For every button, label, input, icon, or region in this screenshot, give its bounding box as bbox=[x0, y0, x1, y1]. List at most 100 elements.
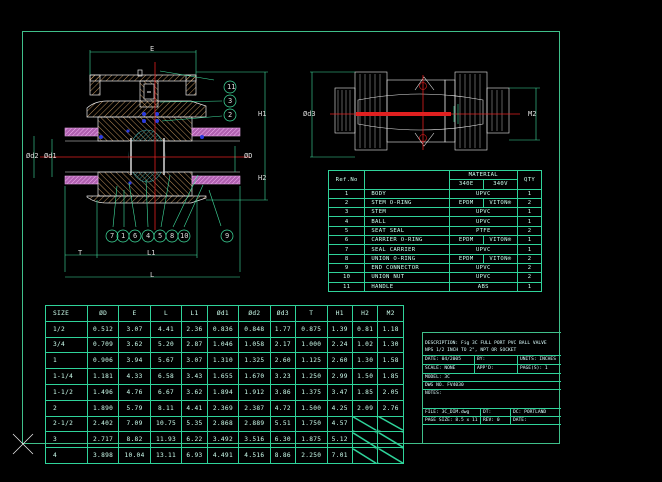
dimension-cell: 0.709 bbox=[86, 336, 120, 354]
dimension-cell: 2.36 bbox=[181, 320, 208, 338]
title-rev-date: DATE: bbox=[513, 417, 527, 423]
dim-label-m2: M2 bbox=[528, 110, 537, 118]
dimension-cell: 13.11 bbox=[149, 447, 183, 464]
parts-cell-ref: 2 bbox=[327, 197, 366, 209]
dim-label-od1: Ød1 bbox=[44, 152, 57, 160]
parts-cell-material: UPVC bbox=[448, 262, 519, 274]
dimension-cell: 7.01 bbox=[326, 447, 353, 464]
dimension-cell: 2 bbox=[45, 399, 88, 417]
dimension-cell: 1.18 bbox=[377, 320, 404, 338]
dimension-cell: 0.848 bbox=[238, 320, 271, 338]
parts-cell-ref: 6 bbox=[327, 235, 366, 246]
dim-label-od3: Ød3 bbox=[303, 110, 316, 118]
parts-cell-desc: END CONNECTOR bbox=[364, 262, 450, 274]
dim-header-cell: H1 bbox=[326, 305, 353, 322]
balloon-1: 1 bbox=[121, 232, 126, 240]
dimension-cell: 1.50 bbox=[351, 368, 379, 385]
parts-cell-material: UPVC bbox=[448, 272, 519, 283]
dimension-cell: 1.310 bbox=[206, 352, 240, 370]
title-dt: DT: bbox=[481, 408, 511, 416]
dimension-cell: 4.41 bbox=[181, 399, 208, 417]
section-view bbox=[33, 50, 268, 278]
dimension-cell: 5.12 bbox=[326, 431, 353, 449]
dimension-cell: 3.94 bbox=[118, 352, 151, 370]
title-block: DESCRIPTION: Fig 3C FULL PORT PVC BALL V… bbox=[422, 332, 561, 444]
parts-cell-material: UPVC bbox=[448, 207, 519, 218]
dimension-lines bbox=[33, 50, 268, 278]
parts-cell-mat_a: EPDM bbox=[448, 253, 484, 264]
title-notes: NOTES: bbox=[425, 390, 442, 396]
dimension-cell: 1.655 bbox=[206, 368, 240, 385]
dim-header-cell: ØD bbox=[86, 305, 120, 322]
dimension-cell: 2.24 bbox=[326, 336, 353, 354]
title-location: DC: PORTLAND bbox=[513, 409, 547, 415]
parts-cell-mat_b: VITON® bbox=[482, 197, 519, 209]
title-file: FILE: 3C_DIM.dwg bbox=[423, 408, 481, 416]
dimension-cell: 3.516 bbox=[238, 431, 271, 449]
title-notes-row: NOTES: bbox=[423, 389, 561, 409]
balloon-callouts bbox=[105, 80, 237, 243]
title-drawing-number: DWG NO. FV4030 bbox=[425, 382, 464, 388]
dimension-cell: 2.387 bbox=[238, 399, 271, 417]
dim-label-l: L bbox=[150, 271, 155, 279]
dimension-cell: 3.23 bbox=[269, 368, 297, 385]
dimension-cell: 2.99 bbox=[326, 368, 353, 385]
title-size-row: PAGE SIZE: 8.5 x 11 REV: 0 DATE: bbox=[423, 416, 561, 425]
dimension-cell: 1.000 bbox=[295, 336, 328, 354]
dimension-cell: 5.20 bbox=[149, 336, 183, 354]
dimension-cell: 3 bbox=[45, 431, 88, 449]
parts-cell-desc: STEM bbox=[364, 207, 450, 218]
dimension-cell: 1.181 bbox=[86, 368, 120, 385]
ucs-cross-icon bbox=[12, 433, 34, 455]
parts-cell-mat_b: VITON® bbox=[482, 253, 519, 264]
dimension-cell: 4.41 bbox=[149, 320, 183, 338]
dimension-cell: 2.17 bbox=[269, 336, 297, 354]
title-model-row: MODEL: 3C bbox=[423, 373, 561, 382]
dimension-cell: 3.62 bbox=[118, 336, 151, 354]
dim-label-e: E bbox=[150, 45, 155, 53]
parts-header-340e: 340E bbox=[448, 179, 484, 190]
dimension-cell: 2.868 bbox=[206, 415, 240, 433]
handle-part bbox=[89, 69, 197, 108]
dim-header-cell: Ød1 bbox=[206, 305, 240, 322]
title-scale: SCALE: NONE bbox=[423, 364, 475, 373]
dimension-cell: 5.67 bbox=[149, 352, 183, 370]
dimension-cell: 0.906 bbox=[86, 352, 120, 370]
parts-cell-desc: STEM O-RING bbox=[364, 197, 450, 209]
dimension-cell: 1.85 bbox=[351, 383, 379, 401]
dimension-cell: 4.57 bbox=[326, 415, 353, 433]
dim-label-h2: H2 bbox=[258, 174, 267, 182]
dimension-cell: 1.890 bbox=[86, 399, 120, 417]
dimension-cell: 5.51 bbox=[269, 415, 297, 433]
parts-cell-qty: 2 bbox=[517, 225, 542, 237]
title-rev: REV: 0 bbox=[481, 416, 511, 424]
dimension-cell: 7.09 bbox=[118, 415, 151, 433]
dimension-cell: 6.30 bbox=[269, 431, 297, 449]
dimension-cell: 2.05 bbox=[377, 383, 404, 401]
dimension-cell bbox=[351, 447, 379, 464]
dimension-cell: 8.82 bbox=[118, 431, 151, 449]
dimension-cell: 0.875 bbox=[295, 320, 328, 338]
dim-header-cell: SIZE bbox=[45, 305, 88, 322]
title-description-row: DESCRIPTION: Fig 3C FULL PORT PVC BALL V… bbox=[423, 333, 561, 356]
parts-header-ref: Ref.No bbox=[327, 170, 366, 190]
parts-cell-qty: 1 bbox=[517, 235, 542, 246]
dimension-cell: 4 bbox=[45, 447, 88, 464]
parts-header-desc bbox=[364, 170, 450, 190]
parts-cell-mat_a: EPDM bbox=[448, 235, 484, 246]
parts-cell-material: UPVC bbox=[448, 216, 519, 227]
parts-cell-desc: HANDLE bbox=[364, 281, 450, 292]
balloon-8: 8 bbox=[170, 232, 175, 240]
dimension-cell bbox=[351, 431, 379, 449]
title-scale-row: SCALE: NONE APP'D: PAGE(S): 1 bbox=[423, 364, 561, 374]
dimension-cell: 8.86 bbox=[269, 447, 297, 464]
